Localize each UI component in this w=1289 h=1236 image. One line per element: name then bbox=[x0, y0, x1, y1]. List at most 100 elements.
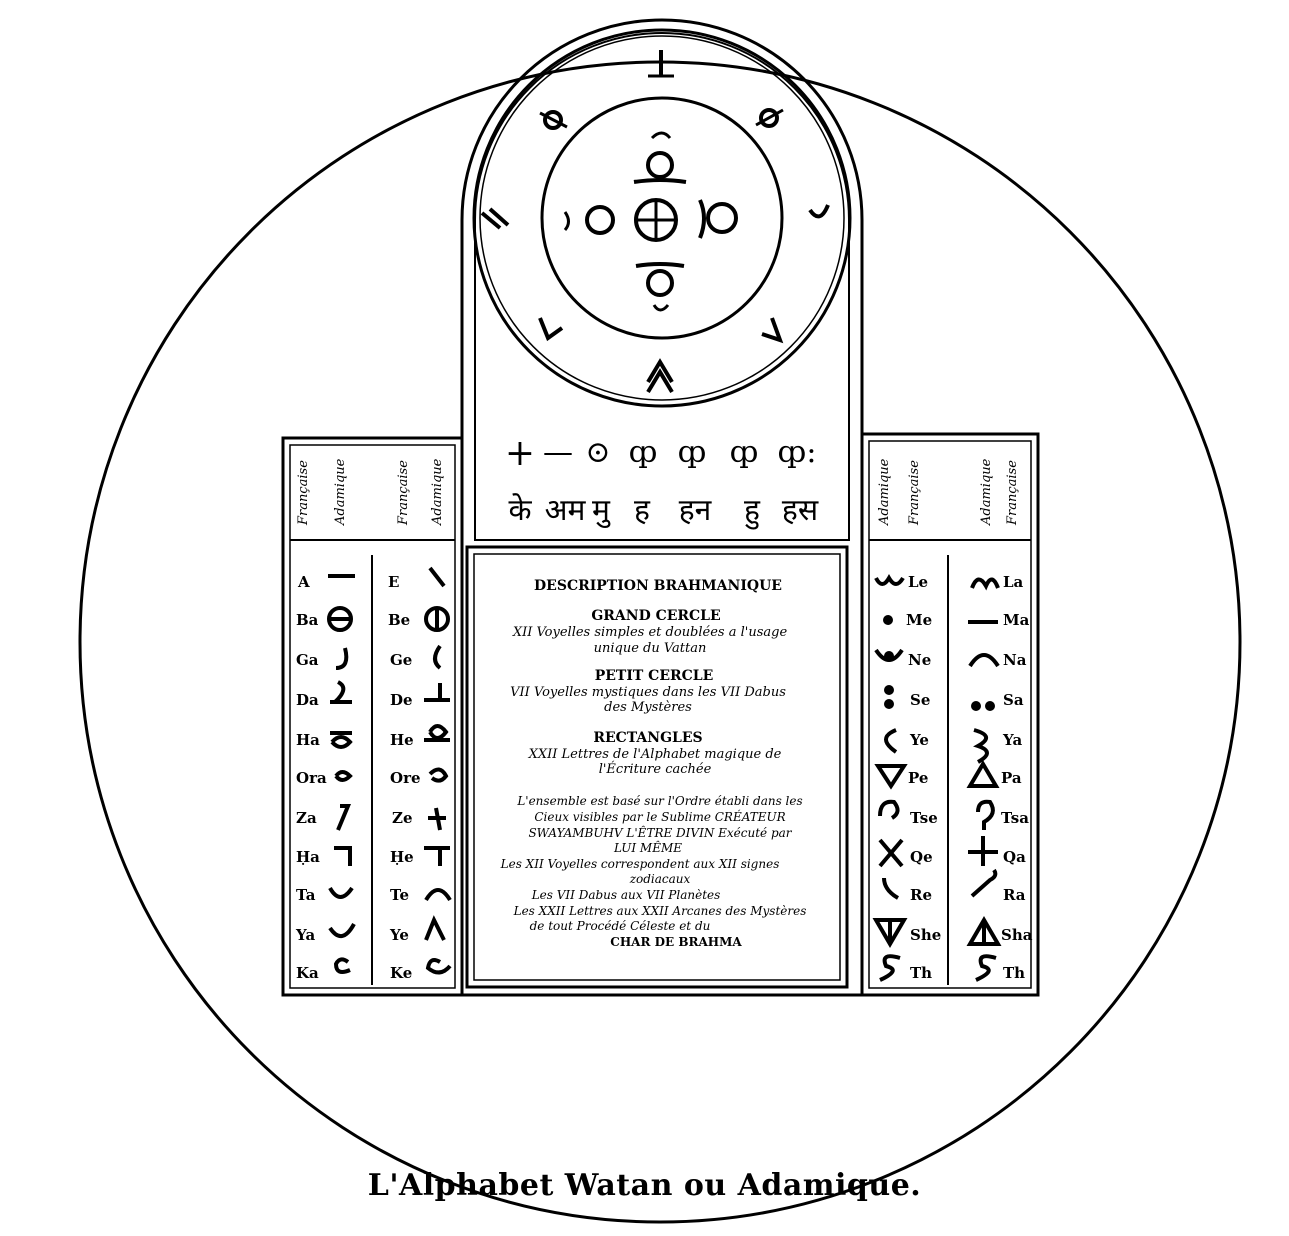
letter-label: Ze bbox=[392, 809, 413, 827]
letter-label: Pe bbox=[908, 769, 928, 787]
devanagari-word: ह bbox=[634, 493, 651, 528]
devanagari-word: अम bbox=[545, 493, 587, 528]
top-sign: — bbox=[543, 435, 573, 470]
devanagari-word: मु bbox=[592, 493, 611, 529]
left-header-francaise: Française bbox=[396, 460, 411, 526]
ring-glyph-top bbox=[648, 50, 674, 78]
right-header-adamique: Adamique bbox=[979, 458, 994, 526]
petit-cercle-heading: PETIT CERCLE bbox=[595, 668, 714, 684]
letter-label: Qa bbox=[1003, 848, 1026, 866]
letter-label: Te bbox=[390, 886, 409, 904]
arched-panel-inner bbox=[474, 32, 850, 541]
devanagari-word: हु bbox=[744, 493, 761, 530]
grand-cercle-line: XII Voyelles simples et doublées a l'usa… bbox=[512, 625, 788, 640]
rectangles-line: l'Écriture cachée bbox=[599, 761, 712, 777]
ring-glyph-lower-right bbox=[761, 317, 784, 344]
left-header-adamique: Adamique bbox=[333, 458, 348, 526]
letter-label: De bbox=[390, 691, 413, 709]
letter-label: Ore bbox=[390, 769, 421, 787]
description-body-line: LUI MÊME bbox=[613, 840, 682, 855]
letter-label: Ḥa bbox=[296, 848, 320, 866]
letter-label: Ḥe bbox=[390, 848, 414, 866]
left-header-adamique: Adamique bbox=[430, 458, 445, 526]
description-body-line: Cieux visibles par le Sublime CRÉATEUR bbox=[534, 809, 785, 824]
letter-label: Th bbox=[910, 964, 932, 982]
grand-circle-inner-ring bbox=[479, 35, 845, 401]
description-body-line: Les XII Voyelles correspondent aux XII s… bbox=[500, 857, 780, 871]
right-col1-glyphs bbox=[872, 574, 908, 982]
description-body-line: Les XXII Lettres aux XXII Arcanes des My… bbox=[513, 904, 807, 918]
letter-label: Be bbox=[388, 611, 410, 629]
letter-label: Ye bbox=[909, 731, 929, 749]
letter-label: Za bbox=[296, 809, 317, 827]
letter-label: Qe bbox=[910, 848, 933, 866]
grand-cercle-heading: GRAND CERCLE bbox=[591, 608, 720, 624]
arched-panel-outer bbox=[460, 18, 864, 997]
top-sign: + bbox=[505, 433, 535, 474]
description-text: DESCRIPTION BRAHMANIQUE GRAND CERCLE XII… bbox=[500, 578, 807, 949]
description-body-line: de tout Procédé Céleste et du bbox=[530, 919, 711, 933]
letter-label: Ba bbox=[296, 611, 319, 629]
letter-label: She bbox=[910, 926, 941, 944]
right-header-francaise: Française bbox=[1005, 460, 1020, 526]
description-body-line: SWAYAMBUHV L'ÊTRE DIVIN Exécuté par bbox=[528, 825, 792, 840]
ring-glyph-bottom bbox=[646, 358, 674, 394]
letter-label: Ga bbox=[296, 651, 319, 669]
letter-label: Ka bbox=[296, 964, 319, 982]
petit-symbol-top bbox=[633, 131, 687, 184]
letter-label: Ha bbox=[296, 731, 320, 749]
letter-label: Pa bbox=[1001, 769, 1022, 787]
top-sign: ȹ: bbox=[778, 435, 817, 470]
left-header-francaise: Française bbox=[296, 460, 311, 526]
left-col2-glyphs bbox=[424, 566, 452, 975]
letter-label: Da bbox=[296, 691, 319, 709]
right-header-adamique: Adamique bbox=[877, 458, 892, 526]
left-rectangle-outer bbox=[281, 436, 464, 997]
right-col2-labels: La Ma Na Sa Ya Pa Tsa Qa Ra Sha Th bbox=[1001, 573, 1033, 982]
petit-symbol-right bbox=[698, 199, 738, 239]
ring-glyph-upper-left bbox=[539, 110, 568, 130]
right-rectangle-outer bbox=[860, 432, 1040, 997]
description-box-outer bbox=[465, 545, 849, 989]
ring-glyph-upper-right bbox=[755, 108, 784, 128]
letter-label: He bbox=[390, 731, 414, 749]
letter-label: La bbox=[1003, 573, 1024, 591]
letter-label: Me bbox=[906, 611, 932, 629]
letter-label: Ya bbox=[295, 926, 316, 944]
ring-glyph-left bbox=[480, 207, 510, 230]
description-body-line: zodiacaux bbox=[629, 872, 691, 886]
letter-label: Le bbox=[908, 573, 928, 591]
top-sign: ȹ bbox=[730, 435, 759, 470]
description-body-line: L'ensemble est basé sur l'Ordre établi d… bbox=[516, 794, 802, 808]
grand-circle bbox=[472, 28, 852, 408]
letter-label: Se bbox=[910, 691, 930, 709]
top-sign: ⊙ bbox=[585, 435, 610, 470]
letter-label: Tse bbox=[910, 809, 938, 827]
letter-label: Ma bbox=[1003, 611, 1030, 629]
letter-label: Ke bbox=[390, 964, 412, 982]
letter-label: Ta bbox=[296, 886, 316, 904]
petit-cercle-line: des Mystères bbox=[604, 700, 692, 715]
petit-cercle-line: VII Voyelles mystiques dans les VII Dabu… bbox=[510, 685, 786, 700]
devanagari-word: हस bbox=[782, 493, 819, 528]
devanagari-word: हन bbox=[679, 493, 713, 528]
right-rectangle-inner bbox=[868, 440, 1032, 989]
top-sign: ȹ bbox=[629, 435, 658, 470]
petit-circle bbox=[540, 96, 784, 340]
ring-glyph-right bbox=[808, 204, 830, 219]
right-col1-labels: Le Me Ne Se Ye Pe Tse Qe Re She Th bbox=[906, 573, 941, 982]
grand-cercle-line: unique du Vattan bbox=[594, 641, 707, 656]
left-rectangle-inner bbox=[289, 444, 456, 989]
letter-label: Ge bbox=[390, 651, 412, 669]
right-col2-glyphs bbox=[966, 577, 1002, 982]
letter-label: Ora bbox=[296, 769, 327, 787]
top-signs-row: + — ⊙ ȹ ȹ ȹ ȹ: bbox=[505, 433, 817, 474]
letter-label: Ra bbox=[1003, 886, 1026, 904]
letter-label: Ye bbox=[389, 926, 409, 944]
devanagari-row: के अम मु ह हन हु हस bbox=[508, 493, 818, 530]
letter-label: Th bbox=[1003, 964, 1025, 982]
left-col2-labels: E Be Ge De He Ore Ze Ḥe Te Ye Ke bbox=[388, 573, 421, 982]
description-body-line: CHAR DE BRAHMA bbox=[610, 935, 742, 949]
description-box-inner bbox=[473, 553, 841, 981]
